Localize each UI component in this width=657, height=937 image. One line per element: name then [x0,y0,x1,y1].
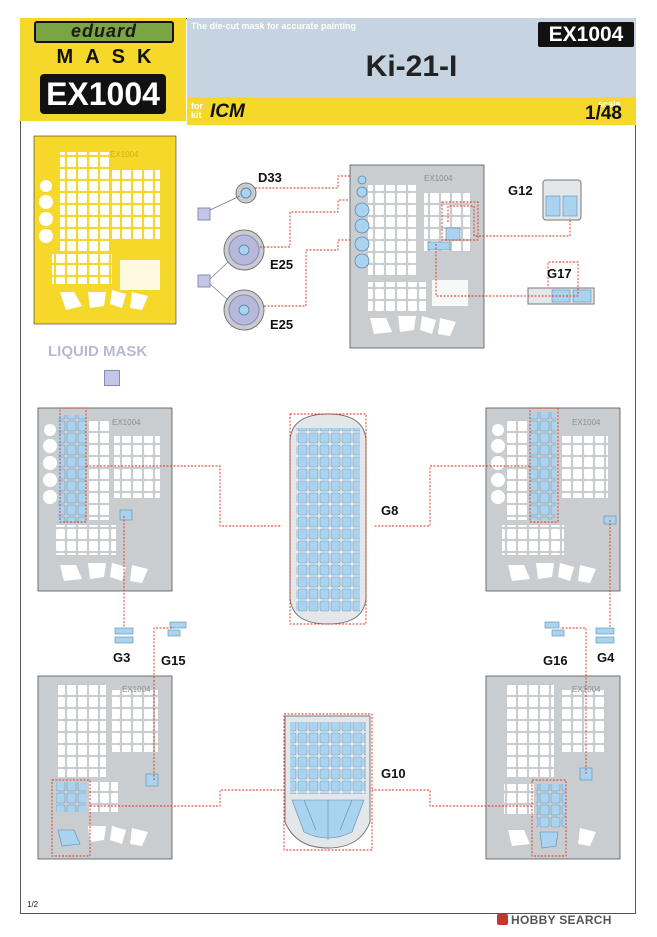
mask-sheet-mid-left [37,407,173,592]
scale-value: 1/48 [585,103,622,124]
label-e25-top: E25 [270,257,294,272]
liquid-mask-swatch-d33 [197,207,211,221]
label-g16: G16 [543,653,568,668]
label-g3: G3 [113,650,131,665]
kit-band [187,97,636,125]
part-g16-shape [544,621,565,637]
wheel-e25-top [223,229,265,271]
hobby-search-icon [497,914,508,925]
label-g15: G15 [161,653,186,668]
tagline: The die-cut mask for accurate painting [191,21,357,31]
canopy-g10 [284,715,371,849]
label-g10: G10 [381,766,406,781]
mask-sheet-bottom-right [485,675,621,860]
yellow-sheet-code: EX1004 [110,150,139,159]
canopy-g8 [289,413,367,625]
watermark: HOBBY SEARCH [497,913,612,927]
scale-label: scale [598,99,621,109]
liquid-mask-swatch [104,370,120,386]
mask-sheet-mid-right [485,407,621,592]
label-g4: G4 [597,650,615,665]
page-number: 1/2 [27,900,39,909]
mask-sheet-bottom-left [37,675,173,860]
product-code: EX1004 [40,74,166,114]
top-sheet-code: EX1004 [424,174,453,183]
mid-right-sheet-code: EX1004 [572,418,601,427]
liquid-mask-swatch-e25 [197,274,211,288]
label-d33: D33 [258,170,282,185]
product-code-tag: EX1004 [538,22,634,47]
part-g12-shape [542,179,582,221]
kit-title: Ki-21-I [365,50,458,83]
mask-sheet-yellow [33,135,177,325]
bottom-right-sheet-code: EX1004 [572,685,601,694]
label-g12: G12 [508,183,533,198]
kit-label: kit [191,110,202,120]
label-e25-bottom: E25 [270,317,294,332]
mask-word: MASK [56,46,164,68]
bottom-left-sheet-code: EX1004 [122,685,151,694]
leader-lines [51,175,611,857]
part-g4-shape [595,627,615,644]
part-g3-shape [114,627,134,644]
liquid-mask-label: LIQUID MASK [48,343,148,360]
part-g15-shape [167,621,187,637]
wheel-e25-bottom [223,289,265,331]
label-g8: G8 [381,503,399,518]
mask-sheet-top [349,164,485,349]
mid-left-sheet-code: EX1004 [112,418,141,427]
kit-manufacturer: ICM [210,101,245,122]
brand-name: eduard [34,21,174,43]
watermark-text: HOBBY SEARCH [511,913,612,927]
for-label: for [191,101,203,111]
label-g17: G17 [547,266,572,281]
wheel-d33 [235,182,257,204]
eduard-logo: eduard MASK EX1004 [20,18,186,121]
